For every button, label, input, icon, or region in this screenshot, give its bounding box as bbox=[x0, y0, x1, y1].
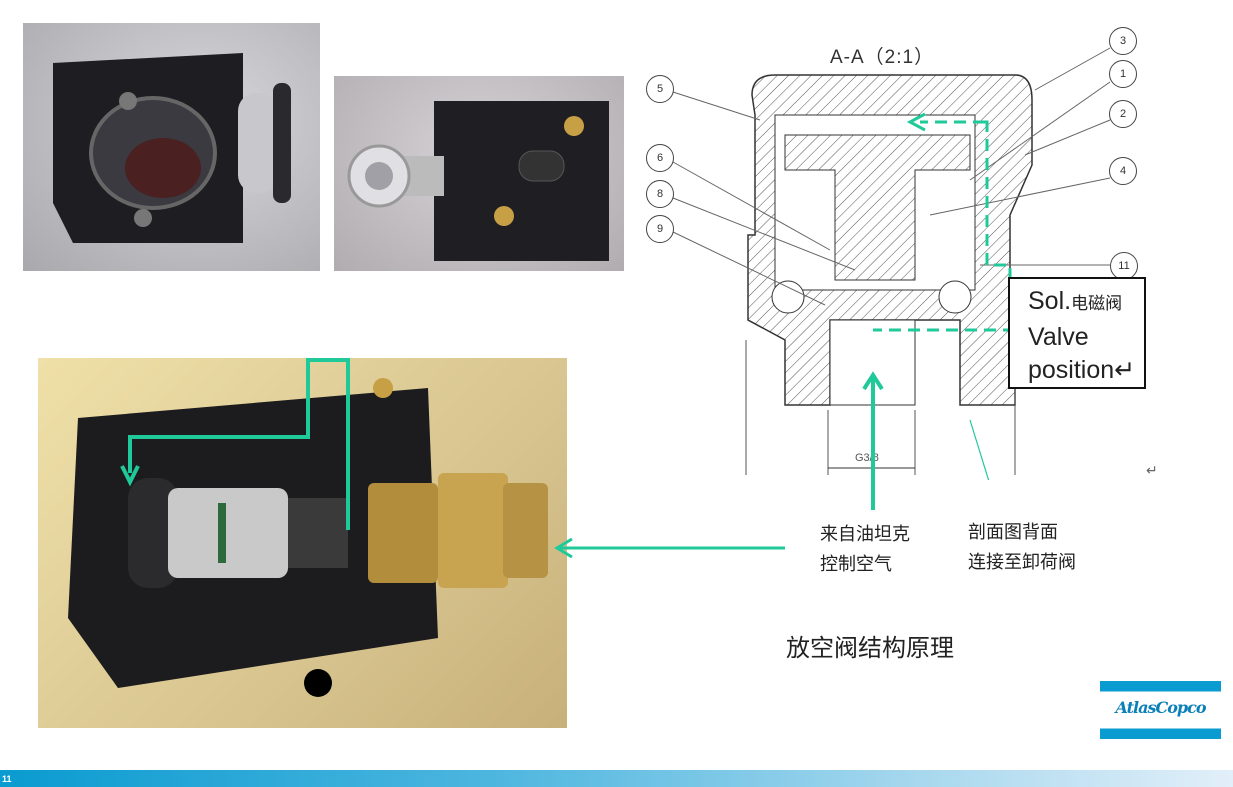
section-title: A-A（2:1） bbox=[830, 47, 935, 68]
cross-section-drawing bbox=[672, 47, 1111, 480]
valve-photo-top-view bbox=[23, 23, 320, 271]
position-label: position↵ bbox=[1028, 356, 1136, 384]
valve-cutaway-photo bbox=[38, 358, 567, 728]
solenoid-valve-cn: 电磁阀 bbox=[1071, 294, 1123, 314]
from-tank-note: 来自油坦克 控制空气 bbox=[820, 520, 910, 580]
sol-valve-position-box: Sol.电磁阀 Valve position↵ bbox=[1008, 277, 1146, 389]
callout-1: 1 bbox=[1109, 60, 1137, 88]
logo-text: AtlasCopco bbox=[1115, 698, 1207, 717]
sol-label: Sol. bbox=[1028, 287, 1072, 315]
callout-5: 5 bbox=[646, 75, 674, 103]
footer-bar: 11 bbox=[0, 770, 1233, 787]
atlas-copco-logo: AtlasCopco bbox=[1100, 681, 1221, 739]
return-mark: ↵ bbox=[1146, 462, 1158, 478]
callout-6: 6 bbox=[646, 144, 674, 172]
back-line1: 剖面图背面 bbox=[968, 522, 1058, 543]
callout-8: 8 bbox=[646, 180, 674, 208]
callout-3: 3 bbox=[1109, 27, 1137, 55]
callout-2: 2 bbox=[1109, 100, 1137, 128]
from-tank-line2: 控制空气 bbox=[820, 554, 892, 575]
callout-11: 11 bbox=[1110, 252, 1138, 280]
back-line2: 连接至卸荷阀 bbox=[968, 552, 1076, 573]
callout-4: 4 bbox=[1109, 157, 1137, 185]
valve-label: Valve bbox=[1028, 323, 1089, 351]
page-number: 11 bbox=[2, 774, 12, 784]
from-tank-line1: 来自油坦克 bbox=[820, 524, 910, 545]
valve-photo-side-view bbox=[334, 76, 624, 271]
back-side-note: 剖面图背面 连接至卸荷阀 bbox=[968, 518, 1076, 578]
callout-9: 9 bbox=[646, 215, 674, 243]
slide-title: 放空阀结构原理 bbox=[786, 634, 954, 662]
flow-arrows bbox=[554, 371, 884, 559]
